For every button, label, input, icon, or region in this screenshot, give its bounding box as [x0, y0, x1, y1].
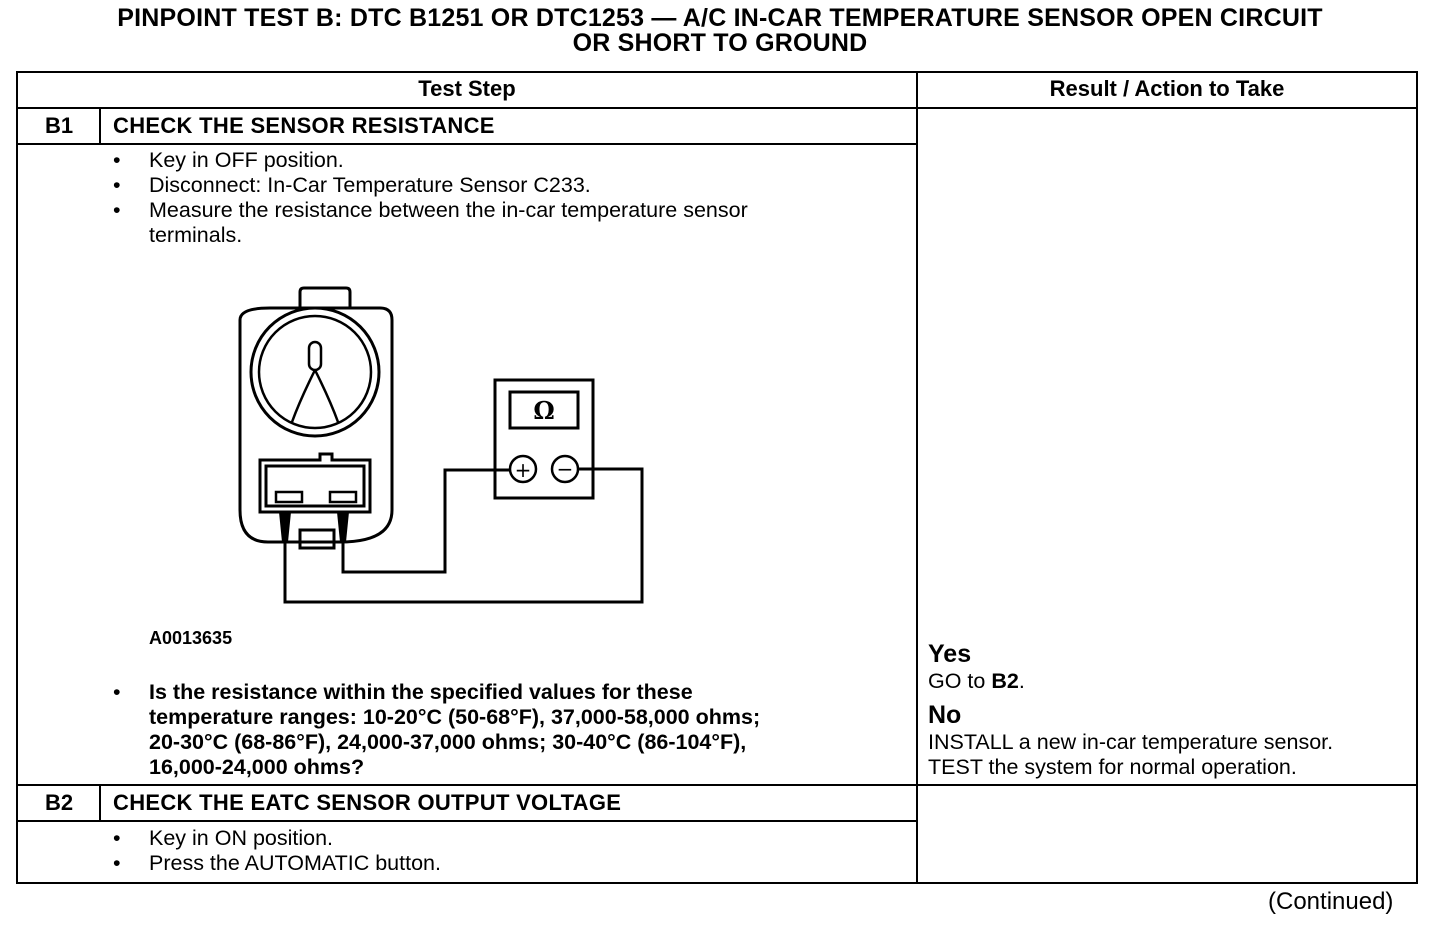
probe-tip-left: [279, 512, 291, 542]
bullet-icon: •: [113, 198, 121, 222]
bullet-text: Press the AUTOMATIC button.: [149, 851, 441, 875]
b2-title-divider: [16, 820, 918, 822]
result-yes-target[interactable]: B2: [991, 669, 1019, 693]
b1-id-divider: [99, 107, 101, 145]
header-divider: [16, 107, 1418, 109]
result-yes-action: GO to B2.: [928, 669, 1025, 694]
figure-id: A0013635: [149, 628, 233, 648]
ohmmeter-body: [493, 378, 595, 500]
probe-tip-right: [337, 512, 349, 542]
header-result-action: Result / Action to Take: [1049, 76, 1285, 101]
test-lead-positive: [341, 468, 510, 574]
bullet-text: Key in OFF position.: [149, 148, 344, 172]
column-divider: [916, 71, 918, 884]
question-line-3: 20-30°C (68-86°F), 24,000-37,000 ohms; 3…: [149, 730, 747, 754]
bullet-icon: •: [113, 148, 121, 172]
terminal-left: [274, 490, 304, 504]
question-line-4: 16,000-24,000 ohms?: [149, 755, 365, 779]
bullet-text: terminals.: [149, 223, 243, 247]
bullet-text: Measure the resistance between the in-ca…: [149, 198, 748, 222]
terminal-right: [328, 490, 358, 504]
question-line-2: temperature ranges: 10-20°C (50-68°F), 3…: [149, 705, 761, 729]
thermistor-element: [307, 340, 323, 372]
result-yes-label: Yes: [928, 640, 972, 668]
thermistor-leads: [290, 369, 340, 423]
step-title-b2: CHECK THE EATC SENSOR OUTPUT VOLTAGE: [113, 790, 622, 815]
bullet-icon: •: [113, 680, 121, 704]
connector-housing: [258, 452, 372, 514]
bullet-text: Disconnect: In-Car Temperature Sensor C2…: [149, 173, 591, 197]
bullet-icon: •: [113, 173, 121, 197]
result-no-line-2: TEST the system for normal operation.: [928, 755, 1297, 779]
test-lead-negative: [283, 467, 644, 604]
page-title: PINPOINT TEST B: DTC B1251 OR DTC1253 — …: [0, 6, 1440, 56]
b1-b2-divider: [16, 784, 1418, 786]
title-line-1: PINPOINT TEST B: DTC B1251 OR DTC1253 — …: [117, 4, 1323, 32]
step-id-b2: B2: [44, 790, 74, 815]
step-id-b1: B1: [44, 113, 74, 138]
bullet-icon: •: [113, 826, 121, 850]
b1-title-divider: [16, 143, 918, 145]
sensor-dial-outer: [249, 306, 381, 438]
sensor-meter-diagram: Ω + −: [238, 286, 644, 604]
result-yes-prefix: GO to: [928, 669, 992, 693]
bullet-icon: •: [113, 851, 121, 875]
step-title-b1: CHECK THE SENSOR RESISTANCE: [113, 113, 495, 138]
continued-note: (Continued): [1268, 888, 1394, 915]
result-yes-suffix: .: [1018, 669, 1025, 693]
connector-bottom-tab: [298, 528, 336, 550]
plus-sign: +: [515, 458, 532, 482]
minus-sign: −: [557, 457, 574, 481]
ohm-symbol: Ω: [533, 396, 554, 425]
result-no-label: No: [928, 701, 962, 729]
header-test-step: Test Step: [418, 76, 516, 101]
test-table: [16, 71, 1418, 884]
bullet-text: Key in ON position.: [149, 826, 334, 850]
sensor-tab: [298, 286, 352, 308]
result-no-line-1: INSTALL a new in-car temperature sensor.: [928, 730, 1334, 754]
title-line-2: OR SHORT TO GROUND: [572, 29, 868, 57]
ohmmeter-display: [508, 390, 580, 430]
connector-lip: [264, 464, 366, 508]
question-line-1: Is the resistance within the specified v…: [149, 680, 693, 704]
sensor-dial-inner: [257, 314, 373, 430]
b2-id-divider: [99, 784, 101, 822]
